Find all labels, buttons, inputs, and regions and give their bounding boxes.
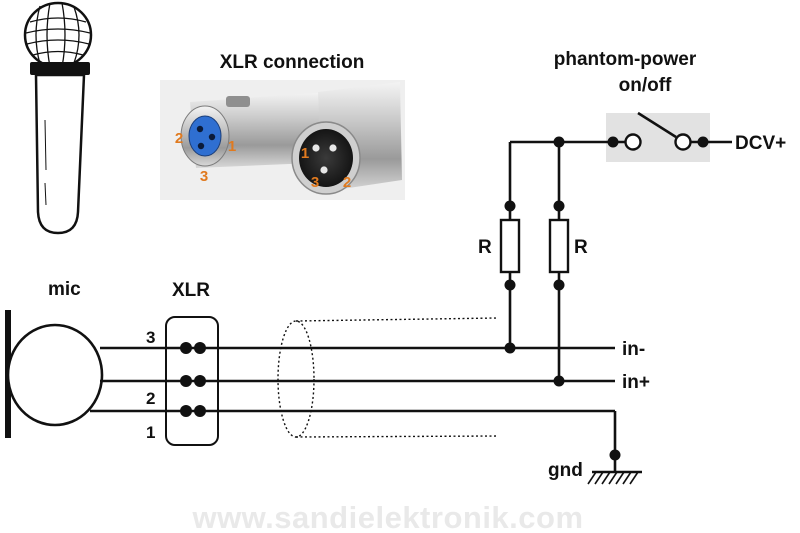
photo-pin-female-1: 1 (228, 138, 236, 155)
xlr-connection-title: XLR connection (220, 52, 365, 73)
photo-pin-male-2: 2 (343, 174, 351, 191)
resistor-branch-left (499, 142, 521, 354)
pin-1-label: 1 (146, 423, 155, 442)
microphone-icon (23, 1, 93, 235)
in-plus-label: in+ (622, 372, 650, 393)
phantom-power-onoff-label: on/off (619, 75, 672, 96)
photo-pin-male-1: 1 (301, 145, 309, 162)
resistor-icon (499, 218, 521, 274)
gnd-label: gnd (548, 460, 583, 481)
resistor-right-label: R (574, 237, 588, 258)
cable-shield (277, 317, 498, 438)
signal-wires (90, 342, 621, 461)
xlr-label: XLR (172, 280, 210, 301)
mic-capsule (6, 323, 104, 427)
resistor-left-label: R (478, 237, 492, 258)
photo-pin-female-2: 2 (175, 130, 183, 147)
ground-symbol-icon (587, 455, 642, 485)
in-minus-label: in- (622, 339, 645, 360)
photo-pin-male-3: 3 (311, 174, 319, 191)
xlr-connector-photo (160, 80, 405, 200)
phantom-power-label: phantom-power (554, 49, 697, 70)
switch-box (606, 113, 710, 162)
resistor-branch-right (548, 142, 570, 387)
pin-2-label: 2 (146, 389, 155, 408)
resistor-icon (548, 218, 570, 274)
dcv-label: DCV+ (735, 133, 786, 154)
pin-3-label: 3 (146, 328, 155, 347)
photo-pin-female-3: 3 (200, 168, 208, 185)
watermark: www.sandielektronik.com (191, 500, 583, 533)
mic-label: mic (48, 279, 81, 300)
